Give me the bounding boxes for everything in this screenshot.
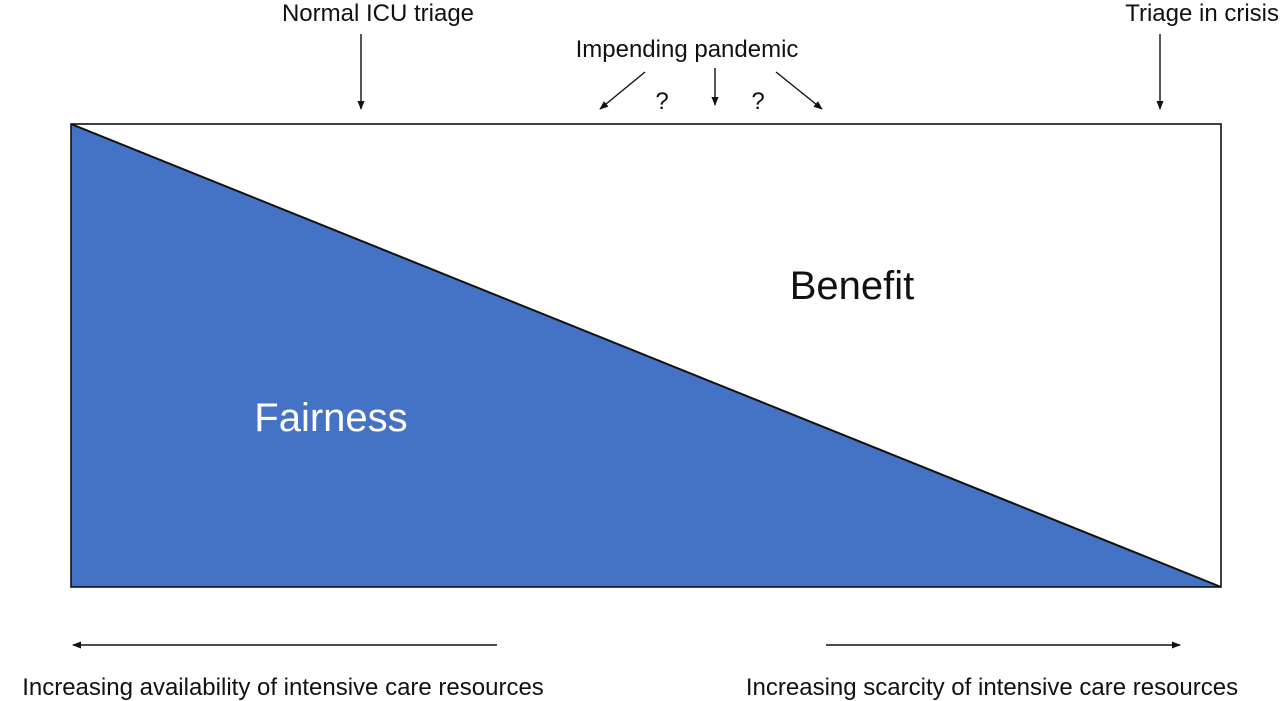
pandemic-right-arrow — [775, 71, 823, 110]
benefit-label: Benefit — [790, 264, 915, 308]
diagram-frame — [70, 123, 1222, 588]
impending-pandemic-label: Impending pandemic — [576, 36, 799, 63]
question-mark-left: ? — [655, 88, 668, 115]
scarcity-label: Increasing scarcity of intensive care re… — [746, 674, 1238, 701]
availability-label: Increasing availability of intensive car… — [22, 674, 544, 701]
pandemic-left-arrow — [599, 71, 646, 110]
fairness-label: Fairness — [254, 396, 407, 440]
diagonal-divider — [70, 123, 1222, 588]
triage-in-crisis-label: Triage in crisis — [1125, 0, 1279, 27]
question-mark-right: ? — [751, 88, 764, 115]
normal-icu-triage-label: Normal ICU triage — [282, 0, 474, 27]
